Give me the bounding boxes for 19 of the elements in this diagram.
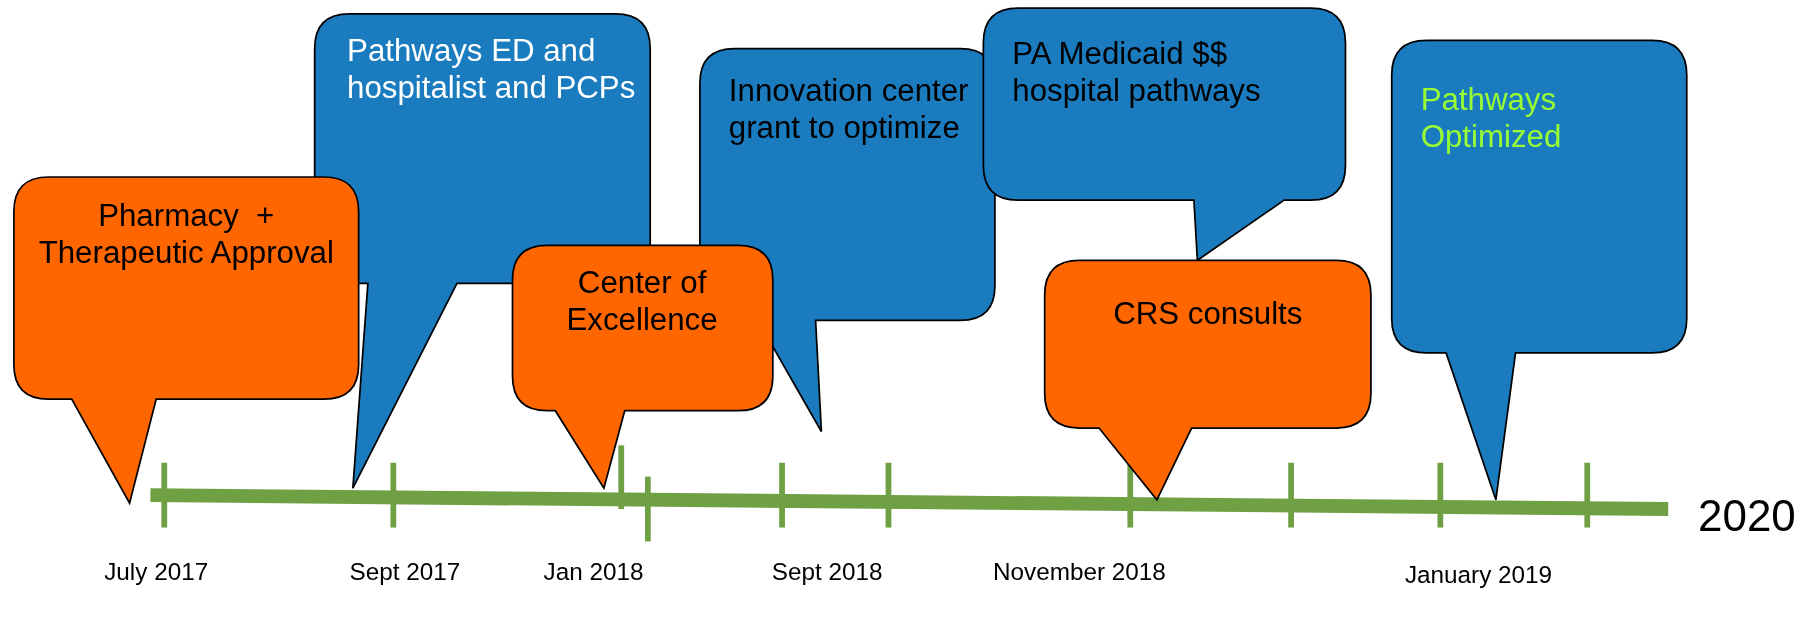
- date-label: Sept 2017: [349, 557, 461, 586]
- date-label: Jan 2018: [543, 557, 644, 586]
- date-label: November 2018: [992, 557, 1166, 586]
- callout-bubble: [1391, 40, 1687, 500]
- date-label: July 2017: [104, 557, 209, 586]
- callout-text: Innovation center grant to optimize: [728, 71, 970, 146]
- callout-text: Pharmacy + Therapeutic Approval: [37, 196, 335, 271]
- date-label: Sept 2018: [771, 557, 883, 586]
- callout-text: Center of Excellence: [565, 263, 719, 338]
- callout-text: CRS consults: [1112, 295, 1304, 333]
- callout-bubble: [1044, 260, 1371, 500]
- callout-bubble: [983, 8, 1346, 261]
- date-label: January 2019: [1403, 560, 1554, 590]
- callout-bubble: [13, 177, 359, 504]
- callout-text: Pathways ED and hospitalist and PCPs: [347, 32, 637, 107]
- callout-text: Pathways Optimized: [1420, 81, 1563, 155]
- callout-bubble: [512, 245, 773, 489]
- year-label: 2020: [1698, 491, 1796, 542]
- callout-text: PA Medicaid $$ hospital pathways: [1012, 34, 1262, 109]
